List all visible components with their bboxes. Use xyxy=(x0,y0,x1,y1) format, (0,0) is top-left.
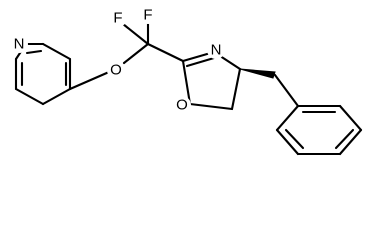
oxazoline-nitrogen-label: N xyxy=(211,42,222,59)
oxazoline-oxygen-label: O xyxy=(176,97,188,114)
structure-canvas: N O F F N O xyxy=(10,6,363,156)
molecule-diagram: N O F F N O xyxy=(10,6,363,156)
aryl-ether-bond xyxy=(68,70,111,91)
pyridine-bond-c4-c5 xyxy=(41,87,72,106)
cf2-fluorine-left-bond xyxy=(121,22,150,46)
pyridine-ring xyxy=(14,42,72,106)
cf2-oxazoline-bond xyxy=(146,42,185,63)
benzyl-bond xyxy=(273,73,300,108)
oxazoline-double-bond-inner xyxy=(185,56,216,68)
ether-cf2-bond xyxy=(122,42,150,65)
benzene-double-bond-3 xyxy=(284,128,305,150)
ether-oxygen-label: O xyxy=(110,62,122,79)
pyridine-n-label-bg xyxy=(10,35,28,53)
oxazoline-bond-o-c2 xyxy=(181,59,192,106)
benzene-bond-5 xyxy=(275,128,300,156)
benzene-bond-2 xyxy=(338,104,363,132)
fluorine-right-label: F xyxy=(143,7,152,24)
oxazoline-n-label-bg xyxy=(207,41,225,59)
pyridine-double-bond-3 xyxy=(25,49,43,55)
fluorine-right-label-bg xyxy=(139,6,157,24)
oxazoline-bond-c4-c5 xyxy=(230,67,242,111)
pyridine-bond-c2-c3 xyxy=(41,42,72,61)
ether-o-label-bg xyxy=(107,61,125,79)
oxazoline-bond-c5-o xyxy=(188,102,234,111)
pyridine-bond-c5-c6 xyxy=(14,87,45,106)
benzene-ring xyxy=(275,104,363,156)
fluorine-left-label-bg xyxy=(109,9,127,27)
benzene-bond-6 xyxy=(275,104,300,132)
benzene-double-bond-2 xyxy=(334,128,355,150)
fluorine-left-label: F xyxy=(113,10,122,27)
oxazoline-ring xyxy=(181,50,242,111)
oxazoline-o-label-bg xyxy=(173,96,191,114)
benzene-bond-3 xyxy=(338,128,363,156)
stereo-wedge-bond xyxy=(239,68,276,79)
pyridine-nitrogen-label: N xyxy=(14,36,25,53)
